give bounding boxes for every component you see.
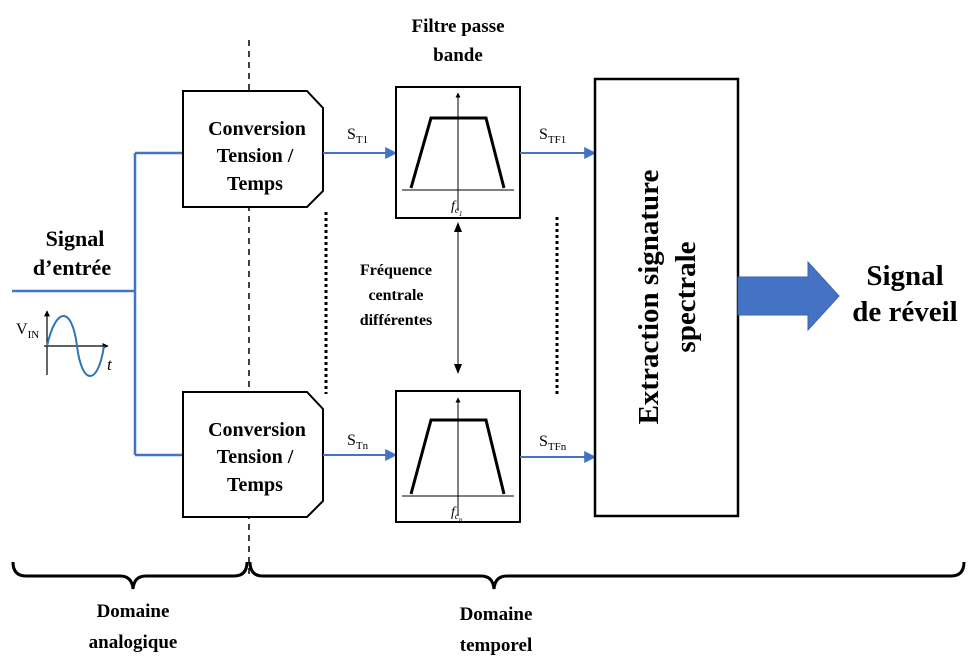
converter-1-line3: Temps	[227, 173, 283, 195]
output-signal-line1: Signal	[866, 260, 943, 292]
bandpass-filter-n	[395, 390, 521, 523]
analog-domain-label-line1: Domaine	[97, 601, 170, 622]
converter-2-line1: Conversion	[208, 419, 306, 441]
bandpass-filter-1	[395, 86, 521, 219]
input-signal-label-line2: d’entrée	[33, 255, 111, 280]
center-note-line1: Fréquence	[360, 262, 432, 279]
analog-domain-label-line2: analogique	[89, 632, 178, 653]
converter-block-2: Conversion Tension / Temps	[182, 391, 324, 518]
temporal-domain-brace	[248, 561, 966, 590]
time-axis-label: t	[107, 355, 113, 374]
input-signal-label-line1: Signal	[46, 226, 105, 251]
converter-block-1: Conversion Tension / Temps	[182, 90, 324, 208]
center-note-line2: centrale	[368, 287, 423, 304]
temporal-domain-label-line2: temporel	[460, 635, 532, 656]
extraction-label-line1: Extraction signature	[633, 169, 665, 424]
input-wiring	[12, 151, 183, 457]
sine-wave-icon	[44, 310, 109, 377]
extraction-block	[593, 77, 740, 518]
fcn-label: fcn	[451, 505, 463, 524]
filter-title-line2: bande	[433, 45, 483, 66]
center-arrow-head-down	[454, 364, 462, 374]
vin-label: VIN	[16, 321, 39, 341]
signal-label-stf1: STF1	[539, 126, 566, 146]
temporal-domain-label-line1: Domaine	[460, 604, 533, 625]
fc1-label: fc1	[451, 199, 462, 218]
converter-2-line3: Temps	[227, 474, 283, 496]
output-signal-line2: de réveil	[852, 296, 957, 328]
converter-1-line1: Conversion	[208, 118, 306, 140]
signal-label-st1: ST1	[347, 126, 368, 146]
signal-label-stfn: STFn	[539, 433, 567, 453]
extraction-label-line2: spectrale	[670, 241, 702, 352]
filter-title-line1: Filtre passe	[411, 16, 504, 37]
signal-label-stn: STn	[347, 432, 369, 452]
converter-1-line2: Tension /	[217, 145, 294, 167]
analog-domain-brace	[11, 561, 249, 590]
center-arrow-head-up	[454, 222, 462, 232]
output-arrow-icon	[737, 260, 840, 332]
center-note-line3: différentes	[360, 312, 433, 329]
converter-2-line2: Tension /	[217, 446, 294, 468]
